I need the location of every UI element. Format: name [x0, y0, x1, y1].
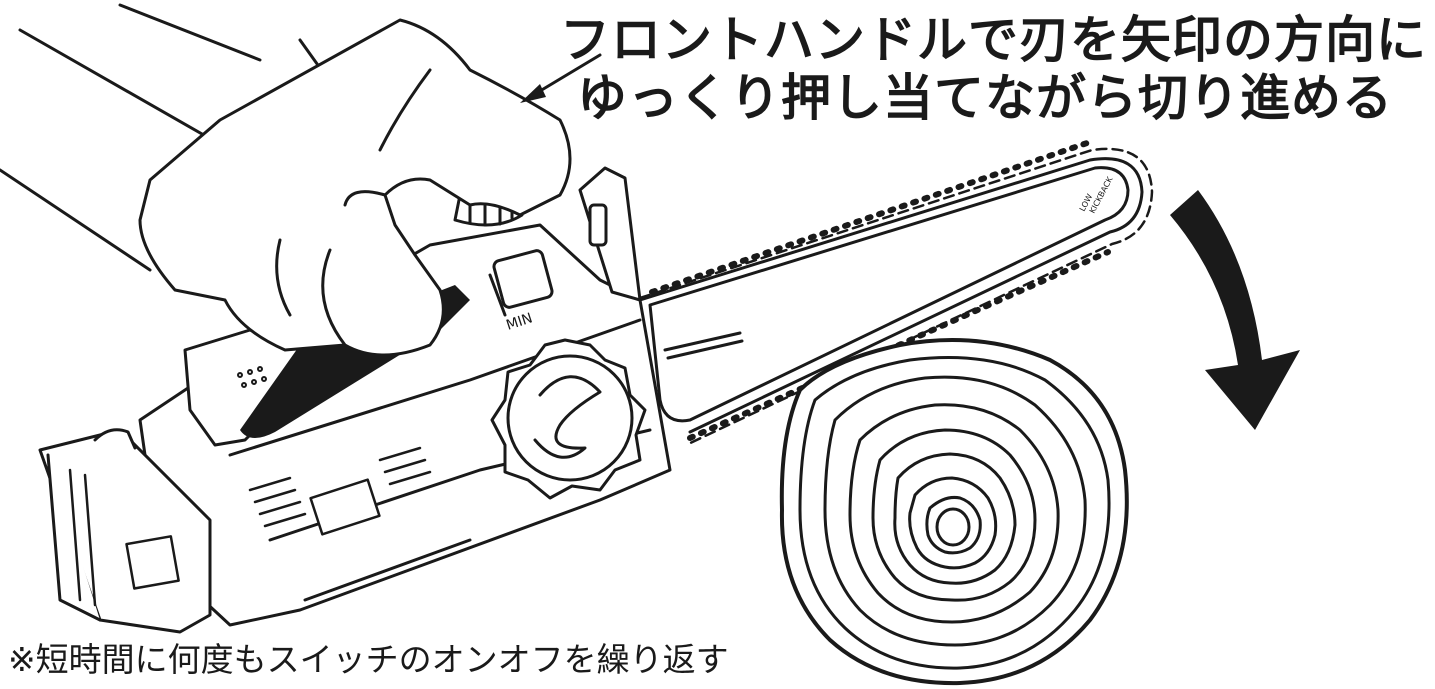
battery-pack — [38, 428, 212, 634]
log-cross-section — [779, 338, 1129, 686]
instruction-line-1: フロントハンドルで刃を矢印の方向に — [560, 11, 1427, 69]
guide-bar — [638, 157, 1144, 434]
instruction-line-2: ゆっくり押し当てながら切り進める — [577, 69, 1393, 127]
oil-window — [488, 249, 554, 317]
pointer-arrow — [520, 53, 602, 103]
tank-min-label: MIN — [504, 310, 534, 333]
tension-knob — [490, 338, 647, 500]
direction-arrow-icon — [1170, 190, 1300, 430]
front-hand-guard — [578, 166, 642, 302]
gloved-hand — [138, 18, 572, 357]
footnote-note: ※短時間に何度もスイッチのオンオフを繰り返す — [8, 640, 729, 679]
